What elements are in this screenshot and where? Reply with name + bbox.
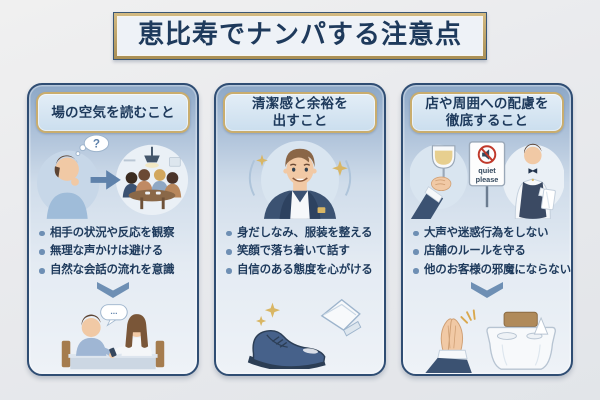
- sparkle-icon: [255, 315, 267, 326]
- column-header-consideration: 店や周囲への配慮を 徹底すること: [410, 91, 564, 133]
- title-box: 恵比寿でナンパする注意点: [116, 16, 483, 56]
- speech-bubble-icon: ...: [110, 306, 117, 316]
- pocket-square-icon: [317, 206, 326, 213]
- restaurant-table-icon: [486, 311, 556, 370]
- wine-glass-hand-icon: quiet please: [410, 141, 564, 219]
- right-arrow-icon: [90, 169, 121, 190]
- sparkle-icon: [256, 154, 268, 167]
- question-thought-bubble-icon: ?: [93, 138, 100, 151]
- point-item: 無理な声かけは避ける: [37, 242, 189, 261]
- point-item: 大声や迷惑行為をしない: [411, 224, 563, 243]
- illustration-groomed-man: [223, 133, 377, 219]
- column-panel-consideration: 店や周囲への配慮を 徹底すること: [401, 82, 573, 376]
- column-panel-cleanliness: 清潔感と余裕を 出すこと: [214, 82, 386, 376]
- illustration-observe-scene: ?: [36, 133, 190, 219]
- title-gold-frame: 恵比寿でナンパする注意点: [112, 12, 487, 60]
- illustration-shoe-handkerchief: [223, 295, 377, 369]
- down-arrow-icon: [36, 281, 190, 298]
- column-header-line: 場の空気を読むこと: [51, 104, 175, 120]
- point-item: 店舗のルールを守る: [411, 242, 563, 261]
- title-banner: 恵比寿でナンパする注意点: [0, 0, 600, 60]
- point-item: 自信のある態度を心がける: [224, 261, 376, 280]
- apology-hands-icon: [425, 309, 556, 373]
- column-header-line: 清潔感と余裕を: [252, 95, 348, 111]
- column-header-read-atmosphere: 場の空気を読むこと: [36, 91, 190, 133]
- sparkle-icon: [264, 302, 281, 318]
- sparkle-icon: [332, 160, 348, 176]
- thinking-man-icon: ?: [36, 134, 189, 219]
- sign-text-line1: quiet: [478, 166, 496, 175]
- points-list: 身だしなみ、服装を整える 笑顔で落ち着いて話す 自信のある態度を心がける: [224, 224, 376, 280]
- point-item: 笑顔で落ち着いて話す: [224, 242, 376, 261]
- page-title: 恵比寿でナンパする注意点: [137, 19, 462, 49]
- column-header-cleanliness: 清潔感と余裕を 出すこと: [223, 91, 377, 133]
- column-header-line: 徹底すること: [445, 113, 529, 129]
- illustration-venue-manners: quiet please: [410, 133, 564, 219]
- sign-text-line2: please: [476, 175, 499, 184]
- column-header-line: 店や周囲への配慮を: [425, 95, 549, 111]
- conversation-couple-icon: ...: [61, 303, 165, 369]
- muted-speaker-sign-icon: quiet please: [468, 141, 506, 207]
- column-panel-read-atmosphere: 場の空気を読むこと: [27, 82, 199, 376]
- spacer: [223, 281, 377, 295]
- down-arrow-icon: [410, 281, 564, 298]
- groomed-suit-man-icon: [248, 140, 352, 219]
- points-list: 相手の状況や反応を観察 無理な声かけは避ける 自然な会話の流れを意識: [37, 224, 189, 280]
- pocket-square-icon: [320, 298, 362, 337]
- waiter-icon: [514, 143, 556, 219]
- points-list: 大声や迷惑行為をしない 店舗のルールを守る 他のお客様の邪魔にならない: [411, 224, 571, 280]
- illustration-polite-gesture: [410, 299, 564, 373]
- point-item: 身だしなみ、服装を整える: [224, 224, 376, 243]
- column-header-line: 出すこと: [272, 113, 328, 129]
- illustration-natural-conversation: ...: [36, 299, 190, 373]
- point-item: 相手の状況や反応を観察: [37, 224, 189, 243]
- point-item: 自然な会話の流れを意識: [37, 261, 189, 280]
- columns-row: 場の空気を読むこと: [0, 82, 600, 376]
- point-item: 他のお客様の邪魔にならない: [411, 261, 571, 280]
- dress-shoe-icon: [247, 298, 362, 369]
